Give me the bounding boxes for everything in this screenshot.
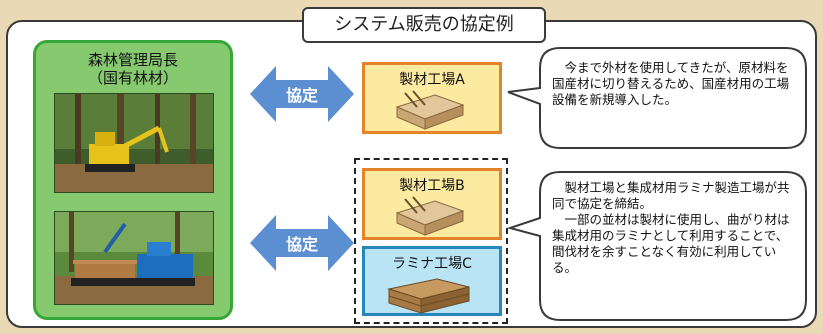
sawmill-b-box: 製材工場B [362,168,502,240]
lumber-stack-icon [395,196,465,236]
bubble-a-paragraph: 今まで外材を使用してきたが、原材料を国産材に切り替えるため、国産材用の工場設備を… [552,60,790,107]
bubble-b-paragraph-2: 一部の並材は製材に使用し、曲がり材は集成材用のラミナとして利用することで、間伐材… [552,212,790,275]
lamina-stack-icon [387,278,470,314]
agreement-label-a: 協定 [285,86,318,105]
lamina-c-box: ラミナ工場C [362,246,502,316]
bubble-a-text: 今まで外材を使用してきたが、原材料を国産材に切り替えるため、国産材用の工場設備を… [552,60,796,108]
sawmill-a-label: 製材工場A [399,72,465,88]
bubble-b-paragraph-1: 製材工場と集成材用ラミナ製造工場が共同で協定を締結。 [552,180,790,211]
forwarder-photo [54,211,214,305]
forest-bureau-subtitle: （国有林材） [87,69,178,87]
sawmill-b-label: 製材工場B [399,178,465,194]
lamina-c-label: ラミナ工場C [392,256,472,272]
harvester-photo [54,93,214,193]
agreement-arrow-b: 協定 [250,215,354,271]
sawmill-a-box: 製材工場A [362,62,502,134]
bubble-b-text: 製材工場と集成材用ラミナ製造工場が共同で協定を締結。 一部の並材は製材に使用し、… [552,180,796,276]
diagram-title: システム販売の協定例 [302,7,546,43]
forest-bureau-name: 森林管理局長 [87,51,178,69]
agreement-arrow-a: 協定 [250,66,354,122]
agreement-label-b: 協定 [285,235,318,254]
forest-bureau-panel: 森林管理局長 （国有林材） [33,40,233,320]
forest-bureau-title: 森林管理局長 （国有林材） [36,51,230,87]
lumber-stack-icon [395,90,465,130]
joint-agreement-group [354,158,508,324]
